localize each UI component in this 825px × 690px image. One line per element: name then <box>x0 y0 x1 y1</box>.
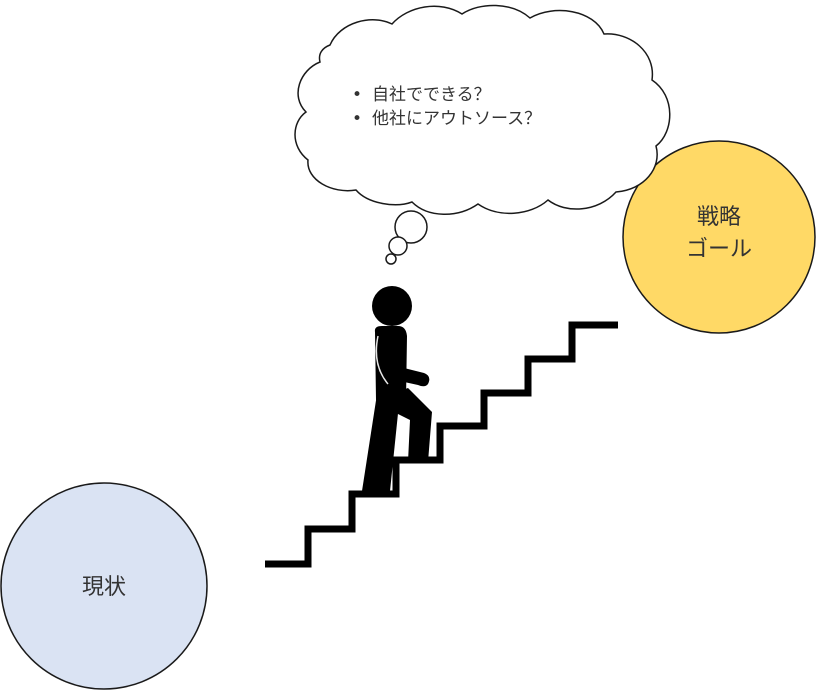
bullet-2: • <box>352 109 362 129</box>
goal-circle <box>622 140 816 334</box>
current-state-label: 現状 <box>82 575 126 600</box>
bullet-1: • <box>352 85 362 105</box>
thought-item-2: 他社にアウトソース？ <box>372 109 541 129</box>
thought-cloud <box>294 4 671 215</box>
goal-label-line2: ゴール <box>686 237 752 262</box>
staircase-icon <box>265 321 618 568</box>
current-state-circle <box>0 482 208 690</box>
person-climbing-icon <box>362 286 432 491</box>
person-arm-outline <box>375 335 389 385</box>
person-back-leg <box>362 394 400 491</box>
thought-dot-medium <box>388 236 408 256</box>
thought-item-1: 自社でできる？ <box>372 85 491 105</box>
person-head <box>372 286 412 326</box>
thought-dot-small <box>385 253 397 265</box>
goal-label-line1: 戦略 <box>697 205 741 230</box>
person-arm <box>380 338 430 387</box>
thought-dot-large <box>394 210 428 244</box>
thought-bubble: • 自社でできる？ • 他社にアウトソース？ <box>294 4 671 265</box>
current-state-node: 現状 <box>0 482 208 690</box>
person-front-leg <box>380 388 432 462</box>
goal-node: 戦略 ゴール <box>622 140 816 334</box>
